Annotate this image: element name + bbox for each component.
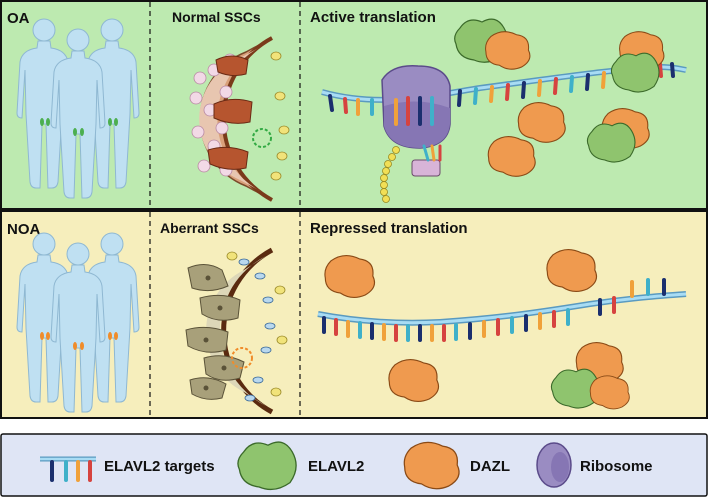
repressed-translation-label: Repressed translation xyxy=(310,220,468,237)
legend-label-elavl2-targets: ELAVL2 targets xyxy=(104,458,215,475)
row-oa: OA Normal SSCs Active translation xyxy=(0,0,708,210)
legend-label-elavl2: ELAVL2 xyxy=(308,458,364,475)
mrna-target-icon xyxy=(40,456,96,482)
normal-sscs-label: Normal SSCs xyxy=(172,9,261,25)
dazl-protein-icon xyxy=(403,441,460,490)
row-noa-label: NOA xyxy=(7,221,41,238)
elavl2-protein-icon xyxy=(237,441,297,491)
row-noa: NOA Aberrant SSCs Repressed translation xyxy=(0,210,708,419)
legend-label-ribosome: Ribosome xyxy=(580,458,653,475)
active-translation-label: Active translation xyxy=(310,9,436,26)
ribosome-complex xyxy=(380,65,451,203)
normal-sscs-tubule xyxy=(189,36,290,202)
aberrant-sscs-tubule xyxy=(185,247,288,415)
noa-patients-silhouettes xyxy=(16,232,140,413)
legend-background xyxy=(0,433,708,497)
repressed-mrna xyxy=(317,278,687,342)
row-oa-label: OA xyxy=(7,10,30,27)
oa-patients-silhouettes xyxy=(16,18,140,199)
legend-label-dazl: DAZL xyxy=(470,458,510,475)
legend: ELAVL2 targets ELAVL2 DAZL Ribosome xyxy=(0,433,708,497)
ribosome-icon xyxy=(536,442,572,488)
aberrant-sscs-label: Aberrant SSCs xyxy=(160,220,259,236)
